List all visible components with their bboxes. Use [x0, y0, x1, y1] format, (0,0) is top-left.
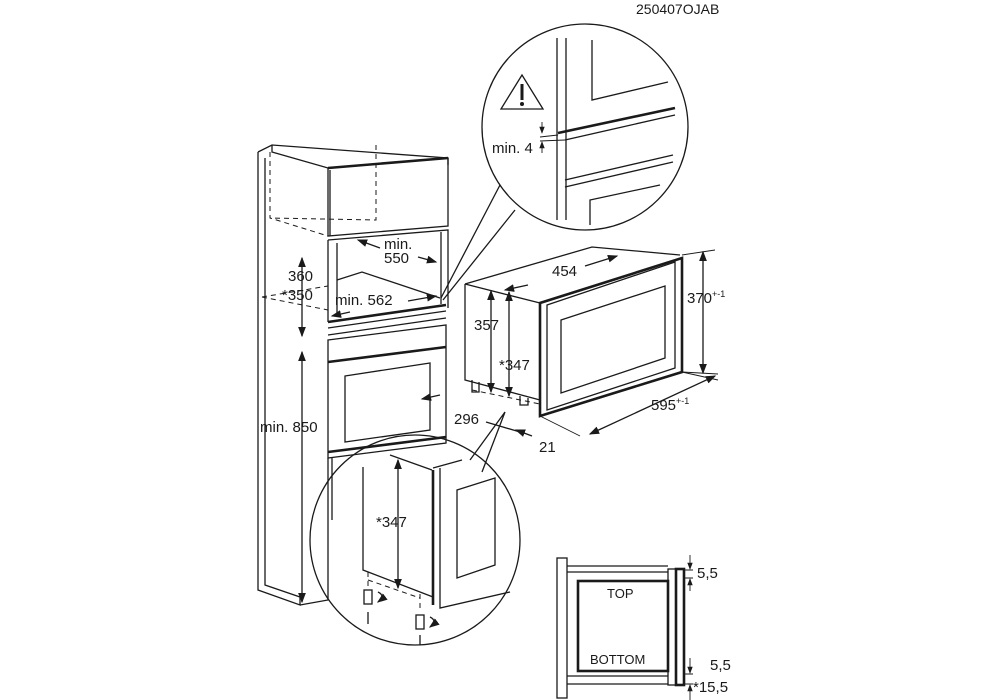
gap-label: min. 4 [492, 140, 533, 157]
niche-width-arrow-left [330, 310, 351, 318]
top-label: TOP [607, 586, 634, 601]
front-height-label: 370+-1 [687, 289, 725, 307]
front-width-dimension [588, 375, 717, 435]
width-label: 454 [552, 263, 577, 280]
appliance-microwave [464, 246, 684, 418]
niche-width-label: min. 562 [335, 292, 393, 309]
front-width-label: 595+-1 [651, 396, 689, 414]
depth-leader-arrow [420, 393, 441, 401]
bottom-gap-label: 5,5 [710, 657, 731, 674]
body-height-alt-label: *347 [499, 357, 530, 374]
width-arrow-left [503, 284, 529, 292]
fixing-clip-icon [363, 589, 388, 624]
door-offset-arrow [514, 429, 533, 437]
bottom-detail-callout [309, 411, 521, 646]
bottom-label: BOTTOM [590, 652, 645, 667]
width-arrow-right [584, 254, 619, 267]
niche-depth-min: min. [384, 236, 412, 253]
niche-depth-arrow-right [417, 255, 438, 264]
install-height-label: min. 850 [260, 419, 318, 436]
side-view-section [556, 557, 693, 699]
fixing-clip-icon [415, 614, 440, 645]
niche-depth-arrow-left [356, 239, 381, 249]
bottom-gap-alt-label: *15,5 [693, 679, 728, 696]
body-height-label: 357 [474, 317, 499, 334]
niche-height-label: 360 [288, 268, 313, 285]
detail-height-label: *347 [376, 514, 407, 531]
niche-depth-value: 550 [384, 250, 409, 267]
warning-triangle-icon [499, 73, 545, 110]
tall-cabinet [257, 144, 449, 606]
door-offset-label: 21 [539, 439, 556, 456]
niche-height-alt-label: *350 [282, 287, 313, 304]
niche-width-arrow-right [407, 293, 438, 302]
figure-code: 250407OJAB [636, 1, 719, 17]
top-detail-callout: min. 4 [440, 23, 689, 301]
top-gap-label: 5,5 [697, 565, 718, 582]
depth-label: 296 [454, 411, 479, 428]
depth-leader [485, 421, 521, 433]
